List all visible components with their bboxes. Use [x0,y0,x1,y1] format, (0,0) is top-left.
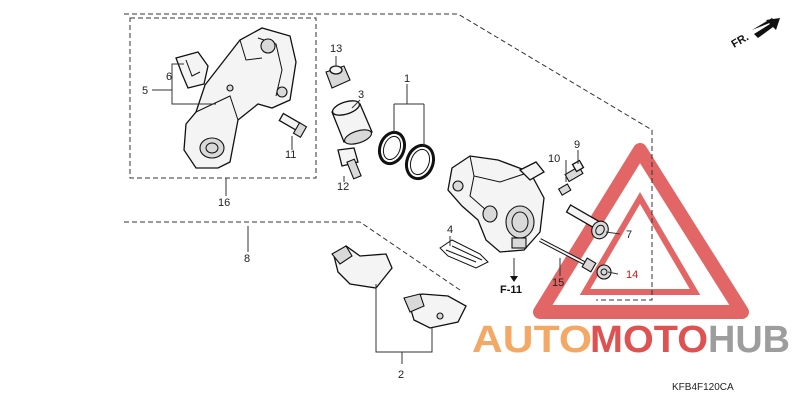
callout-14: 14 [626,269,638,281]
callout-3: 3 [358,89,364,101]
bracket-bolt [278,112,308,138]
callout-2: 2 [398,369,404,381]
pad-spring [439,239,489,269]
callout-4: 4 [447,224,453,236]
watermark-wordmark: AUTO MOTO HUB [472,319,790,361]
piston-seal-set [377,130,436,181]
callout-8: 8 [244,253,250,265]
svg-text:HUB: HUB [708,319,790,361]
callout-12: 12 [337,181,349,193]
callout-1: 1 [404,73,410,85]
callout-11: 11 [285,149,296,161]
caliper-piston [331,100,373,145]
caliper-body [447,155,545,253]
svg-text:MOTO: MOTO [590,319,708,361]
subassembly-box [129,17,317,179]
direction-label: FR. [730,31,751,50]
callout-5: 5 [142,85,148,97]
diagram-code: KFB4F120CA [672,382,734,393]
bleeder-valve [557,159,585,196]
reference-label: F-11 [500,284,522,296]
callout-6: 6 [166,71,172,83]
brake-pad-upper [331,245,393,289]
reference-arrow-icon [510,276,518,282]
slide-pin-12 [337,147,362,180]
callout-9: 9 [574,139,580,151]
callout-15: 15 [552,277,564,289]
pin-bolt-7 [565,204,609,240]
pin-15 [539,238,597,273]
callout-7: 7 [626,229,632,241]
front-direction-arrow-icon [752,18,780,38]
piston-boot-13 [325,65,351,89]
leader-lines [152,56,621,364]
callout-16: 16 [218,197,230,209]
callout-13: 13 [330,43,342,55]
pad-spring-clip [175,51,209,89]
callout-10: 10 [548,153,560,165]
boot-14 [596,264,612,280]
svg-text:AUTO: AUTO [472,319,592,361]
caliper-bracket [183,27,297,169]
assembly-frame [124,13,653,301]
brake-pad-lower [403,293,467,329]
watermark-logo [533,143,749,319]
